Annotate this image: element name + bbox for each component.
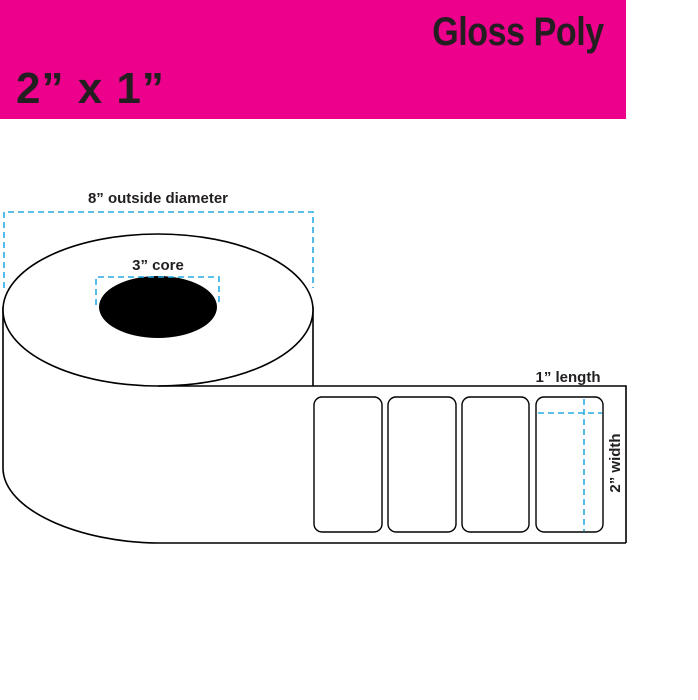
labels xyxy=(313,396,604,533)
label-3 xyxy=(461,396,530,533)
material-title: Gloss Poly xyxy=(432,10,605,54)
label-size-title: 2” x 1” xyxy=(16,64,165,113)
header-banner: Gloss Poly 2” x 1” xyxy=(0,0,626,119)
width-label: 2” width xyxy=(607,433,624,492)
length-label: 1” length xyxy=(535,369,600,386)
outside-diameter-dimension xyxy=(3,211,314,288)
outside-diameter-label: 8” outside diameter xyxy=(88,190,228,207)
core-dimension xyxy=(95,276,220,305)
label-2 xyxy=(387,396,457,533)
label-web xyxy=(158,385,627,543)
label-4 xyxy=(535,396,604,533)
core-hole xyxy=(99,276,217,338)
label-1 xyxy=(313,396,383,533)
core-label: 3” core xyxy=(132,257,184,274)
